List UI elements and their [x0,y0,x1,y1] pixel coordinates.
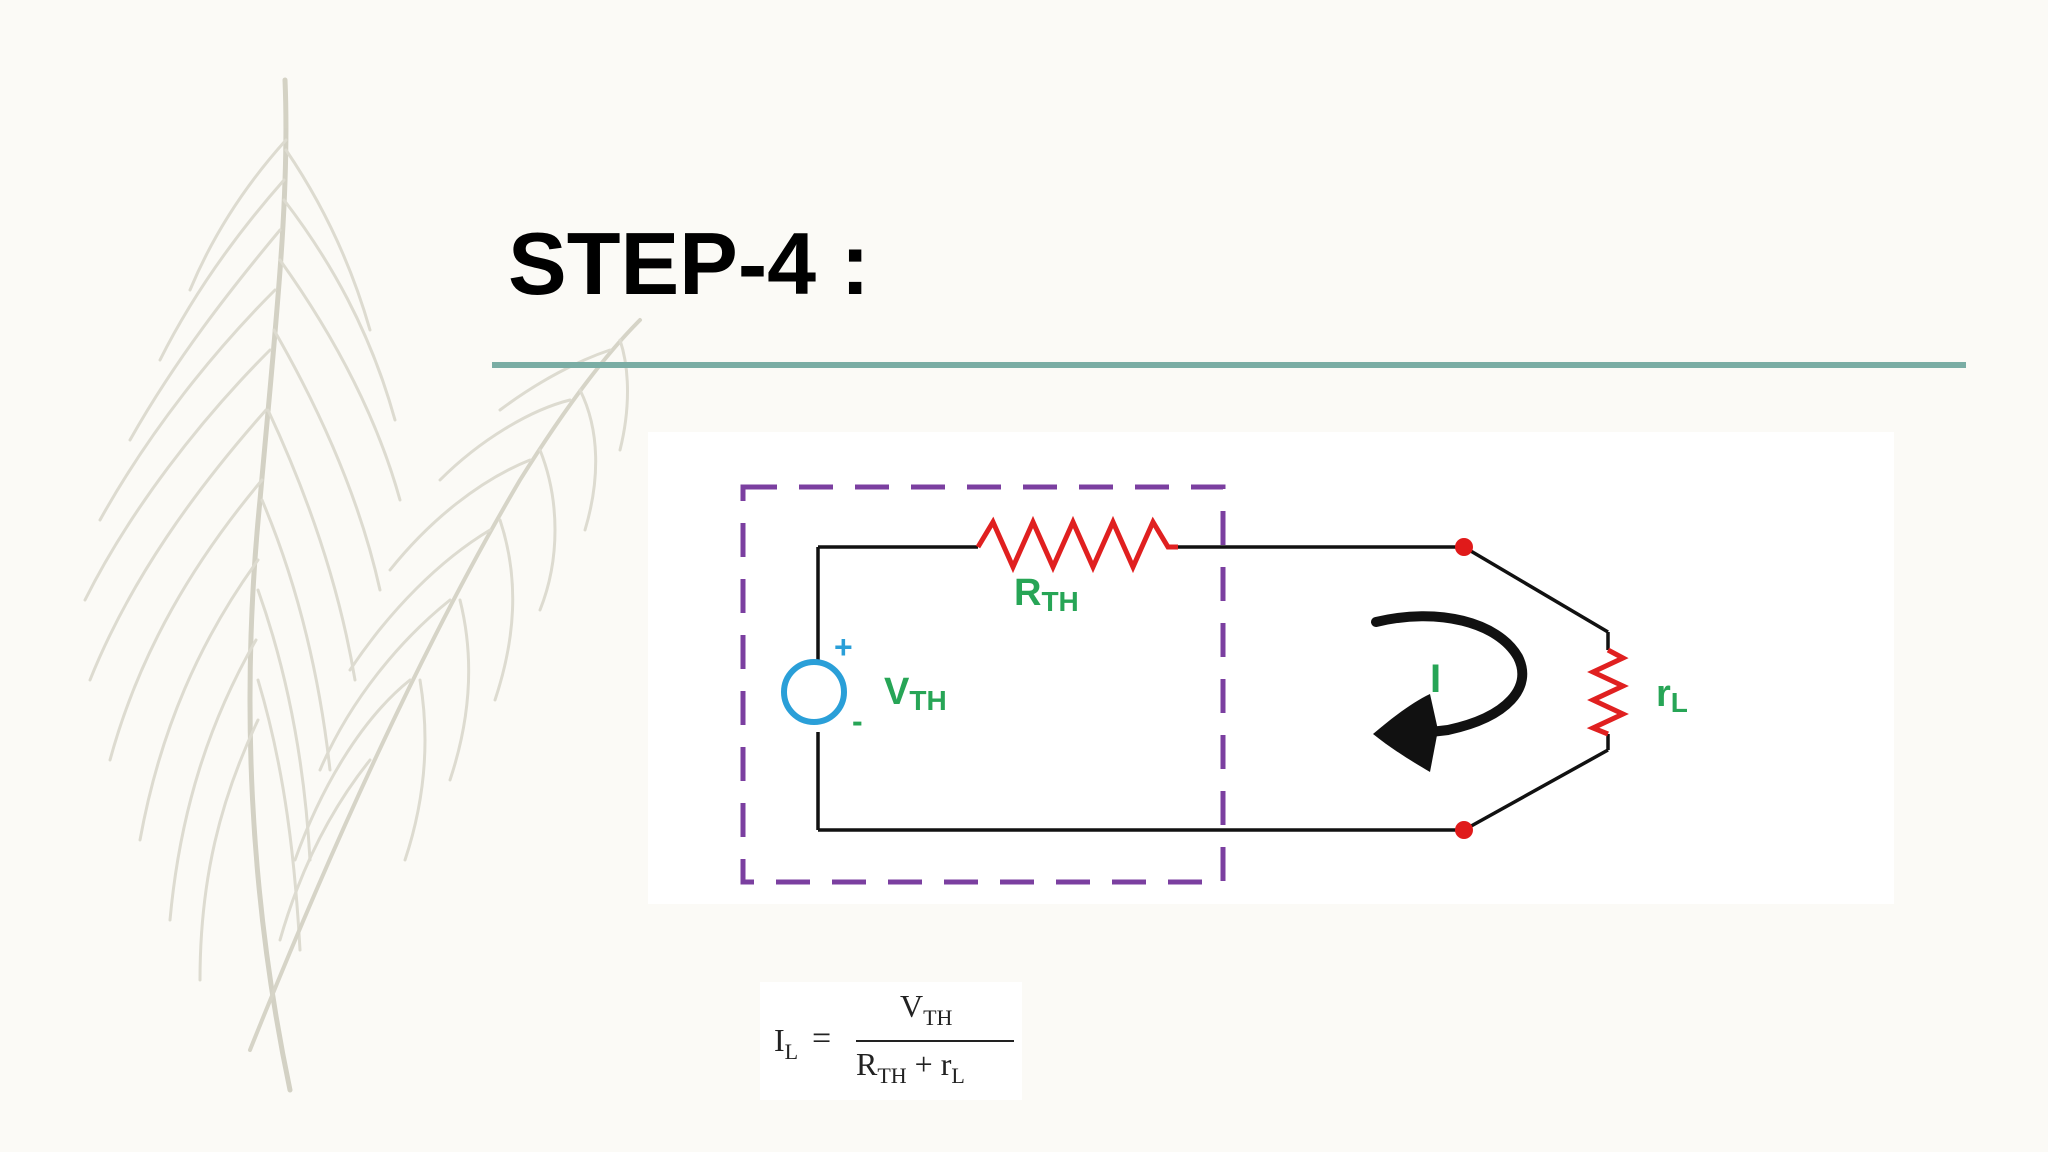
resistor-rth [975,515,1178,574]
source-plus-sign: + [834,629,853,665]
resistor-rl [1586,647,1629,737]
current-label: I [1430,657,1441,701]
load-current-formula: IL = VTH RTH + rL [760,982,1022,1100]
terminal-a [1455,538,1473,556]
thevenin-boundary [740,484,1226,885]
formula-numerator: VTH [900,988,953,1030]
formula-lhs: IL [774,1022,799,1064]
formula-equals: = [812,1020,832,1057]
vth-label: VTH [884,671,947,716]
title-divider [492,362,1966,368]
terminal-b [1455,821,1473,839]
feather-icon [83,77,642,1093]
source-minus-sign: - [852,703,863,739]
voltage-source [781,659,847,725]
thevenin-circuit-diagram: RTH + - VTH I rL [740,484,1688,885]
rl-label: rL [1656,673,1688,718]
diagram-panel [648,432,1894,904]
current-arrow-icon [1371,611,1528,772]
slide-title: STEP-4 : [508,214,870,313]
rth-label: RTH [1014,572,1079,617]
formula-fraction-bar [856,1040,1014,1042]
formula-denominator: RTH + rL [856,1046,965,1088]
